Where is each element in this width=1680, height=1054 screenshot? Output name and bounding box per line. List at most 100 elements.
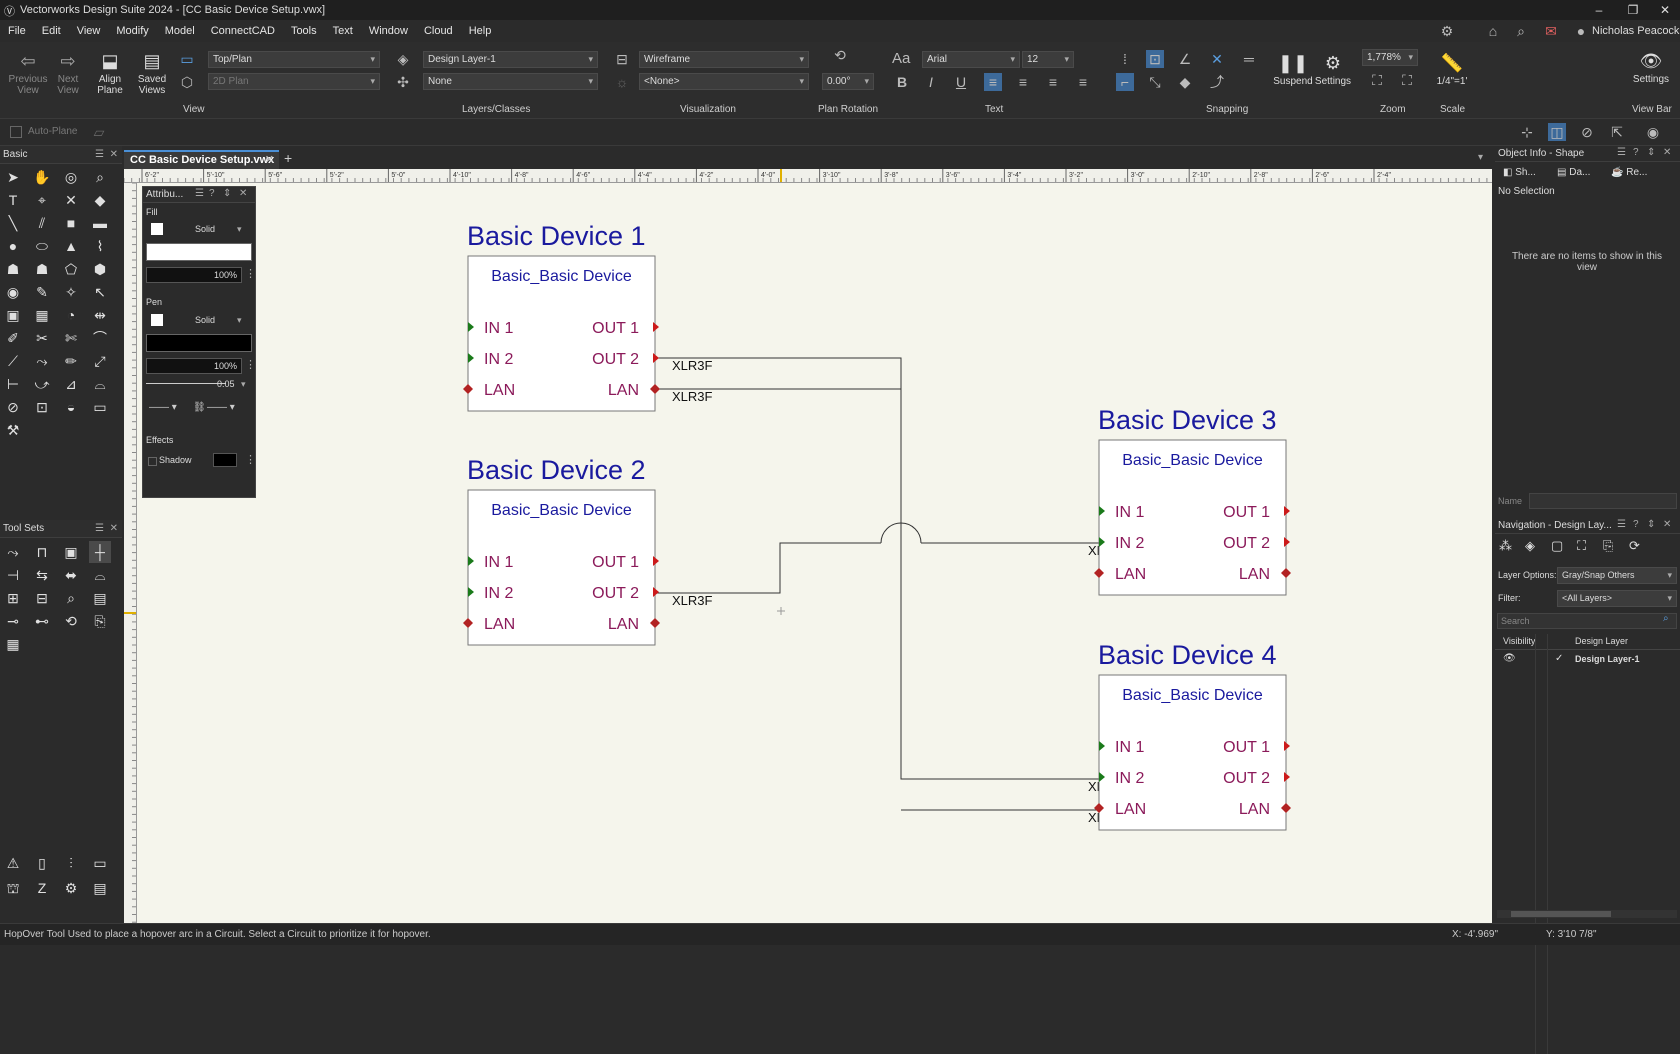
output-port-arrow[interactable] [653,556,659,566]
menu-text[interactable]: Text [325,25,361,37]
panel-tool-icon[interactable]: ▤ [89,587,111,609]
device-block[interactable]: Basic Device 4Basic_Basic DeviceIN 1IN 2… [1094,640,1291,830]
input-port-label[interactable]: IN 1 [1115,504,1144,521]
junction-tool-icon[interactable]: ⊟ [31,587,53,609]
scale-button[interactable]: 📏1/4"=1' [1432,52,1472,87]
circuit-wire-d1out1-d4in1[interactable] [657,358,1127,779]
output-port-label[interactable]: OUT 1 [1223,504,1270,521]
device-block[interactable]: Basic Device 1Basic_Basic DeviceIN 1IN 2… [463,221,660,411]
input-port-label[interactable]: LAN [484,382,515,399]
suspend-snapping-button[interactable]: ❚❚Suspend [1272,52,1314,87]
pencil-tool-icon[interactable]: ✐ [2,327,24,349]
rectangle-tool-icon[interactable]: ■ [60,212,82,234]
tab-shape[interactable]: ◧ Sh... [1503,167,1536,178]
nav-tab-symbols-icon[interactable]: ⟳ [1629,538,1651,554]
grid-tool-icon[interactable]: ▦ [31,304,53,326]
attr-menu-icon[interactable]: ☰ [195,188,204,199]
output-port-label[interactable]: LAN [1239,801,1270,818]
palette-close-icon[interactable]: ✕ [110,146,118,164]
symbol-tool-icon[interactable]: ▣ [2,304,24,326]
hexagon-tool-icon[interactable]: ⬢ [89,258,111,280]
align-left-icon[interactable]: ≡ [984,73,1002,91]
clip-tool-icon[interactable]: ⊿ [60,373,82,395]
pen-style-chevron-icon[interactable]: ▾ [237,315,242,326]
circuit-wires[interactable] [657,358,1127,810]
menu-window[interactable]: Window [361,25,416,37]
path-tool-icon[interactable]: ⤻ [31,373,53,395]
connector-label[interactable]: XLR3F [672,358,713,373]
fill-opacity-field[interactable]: 100% [146,267,242,283]
regular-polygon-tool-icon[interactable]: ⬠ [60,258,82,280]
visible-eye-icon[interactable]: 👁 [1503,653,1516,664]
minimize-button[interactable]: – [1582,0,1616,20]
plan-rotation-icon[interactable]: ⟲ [831,46,849,64]
settings-gear-icon[interactable]: ⚙ [1438,22,1456,40]
nav-tab-classes-icon[interactable]: ⁂ [1499,538,1521,554]
connect-tool-icon[interactable]: ⤳ [31,350,53,372]
offset-tool-icon[interactable]: ⟋ [2,350,24,372]
hopover-tool-icon[interactable]: ┼ [89,541,111,563]
shadow-checkbox[interactable] [148,457,157,466]
font-size-dropdown[interactable]: 12 [1022,51,1074,68]
filter-dropdown[interactable]: <All Layers> [1557,590,1677,607]
equipment-toolset-icon[interactable]: ⚙ [60,877,82,899]
scrollbar-thumb[interactable] [1511,911,1611,917]
patch-tool-icon[interactable]: ⊞ [2,587,24,609]
nav-tab-sheets-icon[interactable]: ▢ [1551,538,1573,554]
nav-menu-icon[interactable]: ☰ [1617,519,1626,530]
device-title[interactable]: Basic Device 2 [467,455,646,485]
line-tool-icon[interactable]: ╲ [2,212,24,234]
plane-mode-dropdown[interactable]: 2D Plan [208,73,380,90]
marker-link-icon[interactable]: ⛓ [193,402,206,413]
viewport-tool-icon[interactable]: ⊡ [31,396,53,418]
justify-icon[interactable]: ≡ [1074,73,1092,91]
view-bar-settings-button[interactable]: 👁Settings [1630,50,1672,85]
socket-tool-icon[interactable]: ⊓ [31,541,53,563]
tool-toolset-icon[interactable]: Z [31,877,53,899]
zoom-field[interactable]: 1,778% [1362,49,1418,66]
polyline-tool-icon[interactable]: ☗ [31,258,53,280]
user-icon[interactable]: ● [1572,22,1590,40]
layer-search-input[interactable]: Search [1497,613,1677,629]
polygon-tool-icon[interactable]: ☗ [2,258,24,280]
view-mode-toggle-icon[interactable]: ◫ [1548,123,1566,141]
input-port-label[interactable]: LAN [1115,566,1146,583]
magic-wand-tool-icon[interactable]: ✧ [60,281,82,303]
input-port-label[interactable]: IN 2 [1115,770,1144,787]
next-view-button[interactable]: ⇨Next View [50,50,86,96]
nav-help-icon[interactable]: ? [1633,519,1639,530]
fillet-tool-icon[interactable]: ⌒ [89,327,111,349]
circuit-wire-d2out1[interactable] [657,543,881,593]
output-port-label[interactable]: OUT 2 [1223,535,1270,552]
nav-tab-views-icon[interactable]: ⛶ [1577,538,1599,554]
inspect-tool-icon[interactable]: ⌕ [60,587,82,609]
working-plane-icon[interactable]: ▱ [90,123,108,141]
tool-sets-close-icon[interactable]: ✕ [110,520,118,538]
spiral-tool-icon[interactable]: ◉ [2,281,24,303]
oi-close-icon[interactable]: ✕ [1663,147,1671,158]
nav-tab-layers-icon[interactable]: ◈ [1525,538,1547,554]
tool-sets-menu-icon[interactable]: ☰ [95,520,104,538]
frame-tool-icon[interactable]: ▭ [89,396,111,418]
attr-close-icon[interactable]: ✕ [239,188,247,199]
double-line-tool-icon[interactable]: ⫽ [31,212,53,234]
text-tool-icon[interactable]: T [2,189,24,211]
saved-views-button[interactable]: ▤Saved Views [134,50,170,96]
drag-connect-tool-icon[interactable]: ⇆ [31,564,53,586]
new-tab-icon[interactable]: + [284,150,292,166]
zoom-tool-icon[interactable]: ⌕ [89,166,111,188]
fill-color-swatch[interactable] [146,243,252,261]
search-icon[interactable]: ⌕ [1512,22,1530,40]
layer-name[interactable]: Design Layer-1 [1575,654,1640,664]
cable-tool-icon[interactable]: ⊣ [2,564,24,586]
schematic-drawing[interactable]: XLR3FXLR3FXLR3FXLR3FXLR3FXLR3F Basic Dev… [137,183,1492,923]
oi-pin-icon[interactable]: ⇕ [1647,147,1655,158]
callout-tool-icon[interactable]: ⌖ [31,189,53,211]
output-port-arrow[interactable] [653,322,659,332]
output-port-arrow[interactable] [1284,772,1290,782]
wire-tool-icon[interactable]: ⊸ [2,610,24,632]
output-port-label[interactable]: LAN [608,616,639,633]
trim-tool-icon[interactable]: ✂ [31,327,53,349]
tab-render[interactable]: ☕ Re... [1611,167,1647,178]
mirror-tool-icon[interactable]: ⇹ [89,304,111,326]
